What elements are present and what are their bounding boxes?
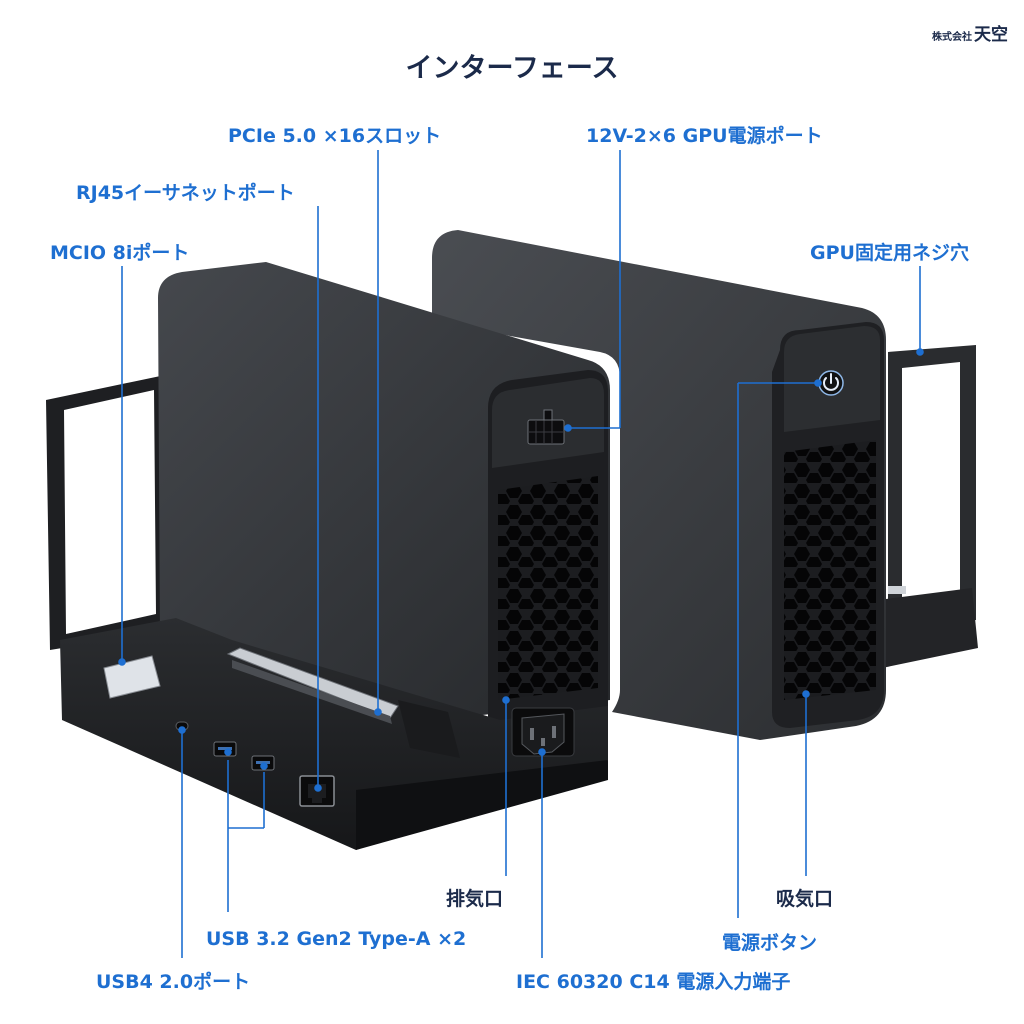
pcie-slot-shadow — [232, 660, 392, 724]
power-icon[interactable] — [818, 370, 844, 396]
rear-device — [432, 230, 978, 740]
rear-base — [878, 588, 978, 668]
label-gpu-power-port: 12V-2×6 GPU電源ポート — [586, 125, 823, 147]
rear-latch — [888, 586, 906, 594]
label-power-button: 電源ボタン — [722, 932, 818, 954]
brand-company: 株式会社 — [932, 32, 972, 43]
exhaust-grille — [498, 476, 598, 700]
mcio-connector — [103, 655, 161, 699]
label-exhaust: 排気口 — [446, 888, 504, 910]
front-handle — [46, 374, 172, 650]
gpu-bracket — [398, 700, 460, 758]
label-iec-inlet: IEC 60320 C14 電源入力端子 — [516, 971, 791, 993]
label-usb4-port: USB4 2.0ポート — [96, 971, 251, 993]
label-usb32-ports: USB 3.2 Gen2 Type-A ×2 — [206, 928, 467, 950]
brand-logo: 株式会社 天空 — [932, 20, 1008, 45]
label-gpu-screw-holes: GPU固定用ネジ穴 — [810, 242, 969, 264]
ac-inlet-icon — [511, 707, 575, 757]
pcie-slot — [226, 647, 399, 719]
intake-grille — [784, 440, 876, 700]
front-device — [46, 262, 610, 850]
front-base-edge — [356, 760, 608, 850]
gpu-power-connector-icon — [527, 409, 565, 445]
label-intake: 吸気口 — [776, 888, 834, 910]
page-title: インターフェース — [405, 53, 619, 84]
brand-name: 天空 — [974, 25, 1008, 45]
callout-lines — [118, 150, 924, 958]
label-rj45-port: RJ45イーサネットポート — [76, 182, 295, 204]
label-pcie-slot: PCIe 5.0 ×16スロット — [228, 125, 442, 147]
label-mcio-port: MCIO 8iポート — [50, 242, 190, 264]
